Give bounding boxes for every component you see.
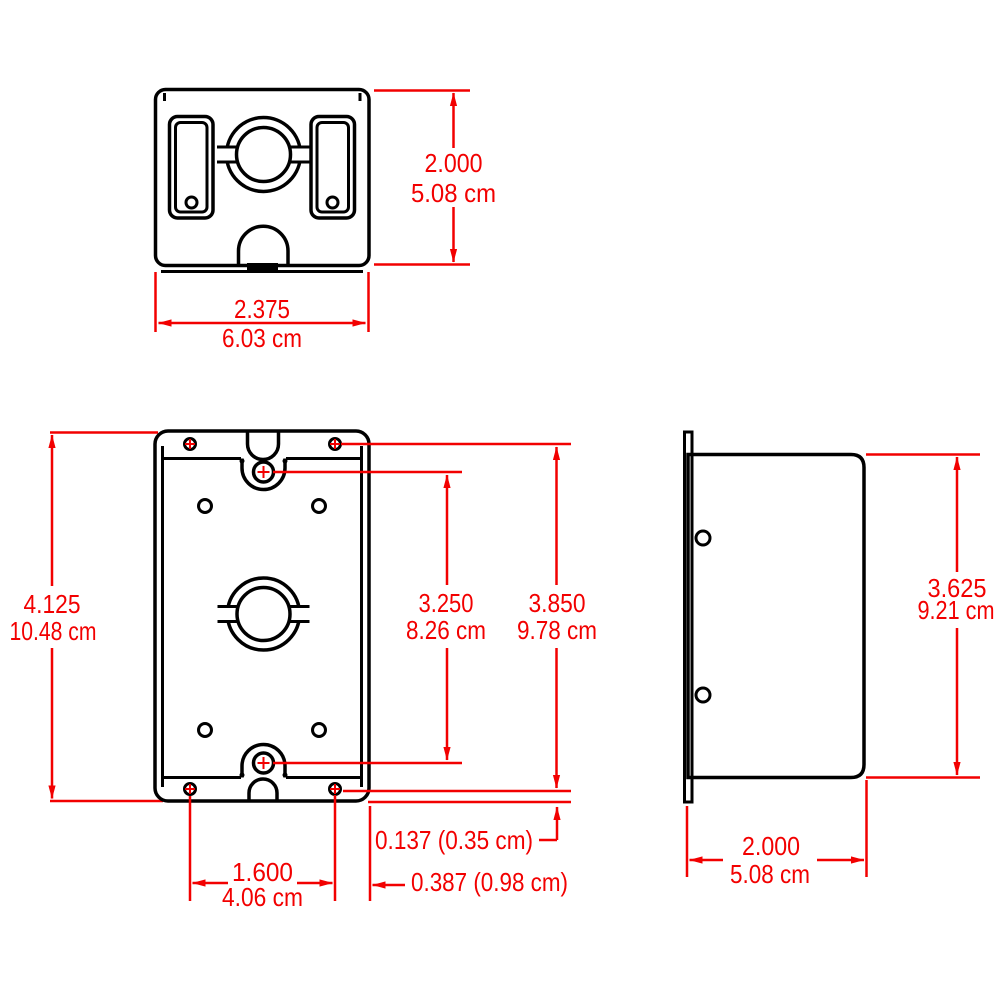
knockout-gap	[222, 148, 232, 161]
dim-text-cm: 9.78 cm	[517, 615, 597, 645]
dim-text-in: 3.250	[419, 588, 474, 618]
top-knockout	[217, 115, 310, 194]
dim-text-in: 3.850	[529, 588, 586, 618]
dim-text-cm: 10.48 cm	[10, 616, 97, 646]
top-notch	[245, 430, 281, 462]
right-slot-hole	[325, 195, 340, 210]
crosshair	[330, 784, 340, 794]
screw-hole-bottom-right	[328, 782, 342, 796]
dim-text-cm: 9.21 cm	[918, 595, 995, 625]
crosshair	[257, 466, 270, 478]
right-slot-inner	[315, 121, 350, 214]
screw-hole-bottom-left	[183, 782, 197, 796]
crosshair	[257, 757, 270, 769]
crosshair	[185, 784, 195, 794]
side-hole-upper	[694, 529, 712, 547]
dim-text-in: 1.600	[232, 857, 293, 887]
knockout-gap	[223, 607, 233, 621]
front-view-outline	[153, 429, 371, 803]
dim-text-in: 3.625	[928, 573, 987, 603]
top-boss	[240, 458, 287, 492]
dim-top-width: 2.375 6.03 cm	[154, 272, 370, 353]
dim-text-in: 2.000	[425, 148, 483, 178]
dim-text-in: 2.375	[234, 294, 290, 324]
pilot-hole	[311, 498, 327, 514]
knockout-gap	[295, 148, 305, 161]
cable-arch	[236, 224, 290, 265]
dim-side-height: 3.625 9.21 cm	[866, 453, 995, 779]
front-bottom-dims	[188, 795, 405, 901]
left-slot-inner	[174, 121, 209, 214]
top-view: 2.000 5.08 cm 2.375 6.03 cm	[153, 87, 496, 353]
dim-text-cm: 5.08 cm	[411, 178, 496, 208]
bottom-notch	[247, 777, 279, 802]
dim-text-cm: 4.06 cm	[222, 882, 303, 912]
crosshair	[330, 439, 340, 449]
dim-text-offset: 0.137 (0.35 cm)	[375, 825, 533, 855]
mounting-flange	[683, 430, 694, 804]
pilot-hole	[311, 722, 327, 738]
screw-hole-top-right	[328, 437, 342, 451]
dim-text-in: 4.125	[24, 589, 81, 619]
front-right-dims	[273, 442, 571, 842]
center-marks	[185, 439, 340, 794]
crosshair	[185, 439, 195, 449]
arch-base-band	[247, 263, 278, 272]
dim-text-offset: 0.387 (0.98 cm)	[411, 867, 568, 897]
dim-side-depth: 2.000 5.08 cm	[685, 780, 868, 889]
front-view: 4.125 10.48 cm 3.250 8.26 cm 3.850 9.78 …	[10, 429, 597, 912]
front-dimension-lines	[48, 431, 163, 803]
dim-top-height: 2.000 5.08 cm	[374, 89, 496, 266]
side-view-outline	[686, 452, 866, 780]
pilot-hole	[197, 498, 213, 514]
side-view: 3.625 9.21 cm 2.000 5.08 cm	[683, 430, 995, 889]
dim-text-in: 2.000	[742, 831, 800, 861]
bottom-boss	[240, 742, 287, 778]
knockout-gap	[294, 607, 304, 621]
pilot-hole	[197, 722, 213, 738]
dim-text-cm: 8.26 cm	[406, 615, 486, 645]
screw-hole-top-left	[183, 437, 197, 451]
knockout-inner-circle	[235, 585, 292, 643]
side-hole-lower	[694, 686, 712, 704]
dim-text-cm: 5.08 cm	[730, 859, 810, 889]
right-slot-outer	[309, 114, 357, 220]
left-slot-hole	[184, 195, 199, 210]
knockout-inner-circle	[234, 125, 293, 184]
front-knockout	[217, 576, 310, 652]
left-slot-outer	[167, 114, 215, 220]
dim-text-cm: 6.03 cm	[222, 323, 302, 353]
